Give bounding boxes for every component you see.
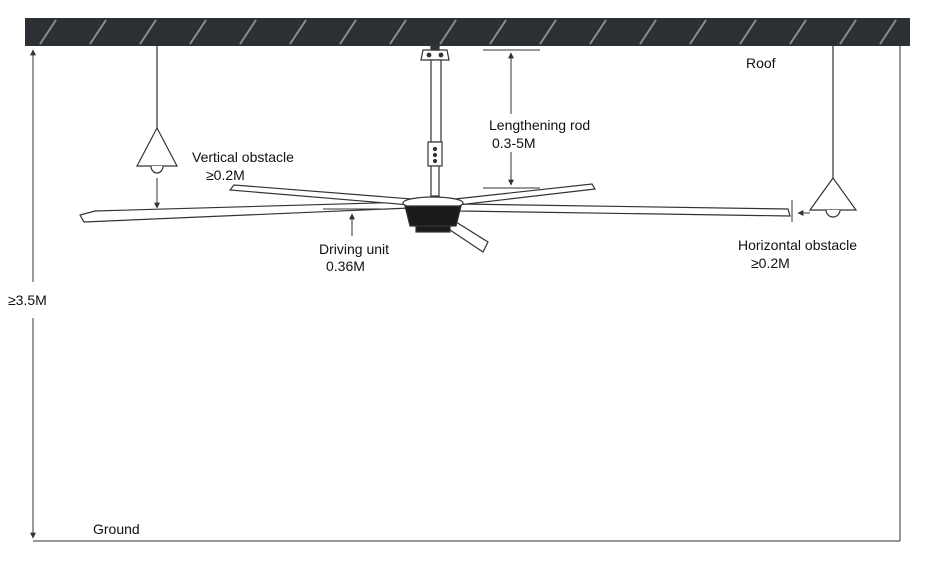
fan-blade-left (79, 201, 411, 223)
left-lamp-icon (136, 46, 178, 174)
ceiling-mount-bracket (420, 43, 450, 61)
ground-label: Ground (93, 521, 140, 537)
roof-bar (25, 18, 910, 46)
fan-blade-back-left (228, 184, 413, 206)
lengthening-rod-dimension (483, 49, 540, 189)
roof-label: Roof (746, 55, 776, 71)
driving-unit-label: Driving unit (319, 241, 389, 257)
room-outline (33, 46, 901, 542)
fan-blade-back-right (454, 183, 596, 206)
vertical-obstacle-dimension (142, 178, 172, 211)
lengthening-rod-value: 0.3-5M (492, 135, 536, 151)
horizontal-obstacle-value: ≥0.2M (751, 255, 790, 271)
min-height-label: ≥3.5M (8, 292, 47, 308)
vertical-obstacle-label: Vertical obstacle (192, 149, 294, 165)
vertical-obstacle-value: ≥0.2M (206, 167, 245, 183)
right-lamp-icon (808, 46, 858, 218)
lengthening-rod-label: Lengthening rod (489, 117, 590, 133)
driving-unit-dimension (323, 208, 381, 236)
driving-unit-value: 0.36M (326, 258, 365, 274)
lengthening-rod (427, 59, 443, 197)
horizontal-obstacle-dimension (791, 200, 810, 222)
driving-unit-motor (402, 196, 464, 233)
horizontal-obstacle-label: Horizontal obstacle (738, 237, 857, 253)
fan-blade-right (459, 203, 791, 217)
